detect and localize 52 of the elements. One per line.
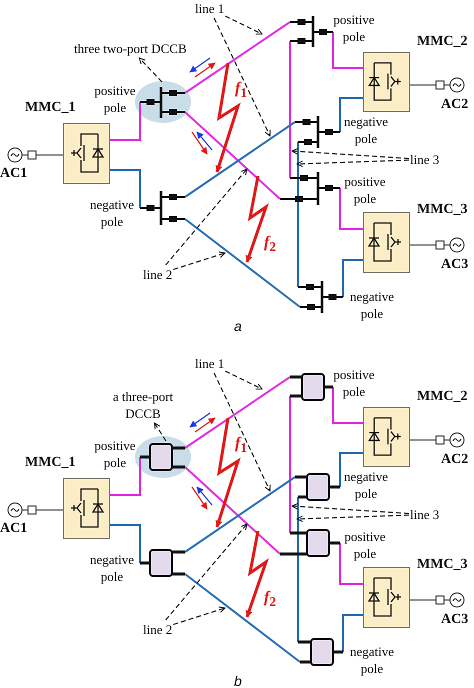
pole-label: positive pole <box>343 528 387 562</box>
leader-line <box>165 524 248 620</box>
breaker-label: a three-port DCCB <box>103 388 183 422</box>
leader-line <box>296 514 410 522</box>
panel-caption: b <box>234 673 242 688</box>
pole-label: negative pole <box>348 288 396 322</box>
leader-line <box>214 372 271 492</box>
pole-label: positive pole <box>93 82 137 116</box>
source-label: AC3 <box>441 611 468 628</box>
breaker-label: three two-port DCCB <box>74 40 187 57</box>
source-label: AC1 <box>0 520 28 537</box>
line-label: line 2 <box>143 621 172 638</box>
pole-label: negative pole <box>348 643 396 677</box>
line-label: line 1 <box>195 355 224 372</box>
pole-label: negative pole <box>88 551 136 585</box>
line-label: line 3 <box>410 506 440 523</box>
fault-label: f$_{2}$ <box>264 589 276 610</box>
pole-label: negative pole <box>342 113 390 147</box>
source-label: AC3 <box>441 256 468 273</box>
converter-label: MMC_2 <box>417 34 468 50</box>
converter-label: MMC_1 <box>25 100 76 116</box>
leader-line <box>154 422 166 442</box>
fault-label: f$_{1}$ <box>235 80 247 102</box>
source-label: AC2 <box>441 451 468 468</box>
leader-line <box>173 252 226 270</box>
line-label: line 1 <box>195 0 224 17</box>
leader-line <box>173 606 226 626</box>
source-label: AC2 <box>441 96 468 113</box>
leader-line <box>165 168 248 266</box>
pole-label: negative pole <box>342 468 390 502</box>
leader-line <box>296 160 410 168</box>
pole-label: positive pole <box>332 11 376 45</box>
converter-label: MMC_1 <box>25 455 76 471</box>
line-label: line 2 <box>143 266 172 283</box>
leader-line <box>292 503 410 514</box>
leader-line <box>225 16 262 35</box>
converter-label: MMC_3 <box>417 202 468 218</box>
leader-line <box>292 148 410 160</box>
panel-caption: a <box>234 318 242 335</box>
leader-line <box>214 18 271 136</box>
converter-label: MMC_3 <box>417 557 468 573</box>
pole-label: positive pole <box>343 173 387 207</box>
pole-label: negative pole <box>88 196 136 230</box>
leader-line <box>225 370 262 390</box>
converter-label: MMC_2 <box>417 389 468 405</box>
line-label: line 3 <box>410 151 440 168</box>
pole-label: positive pole <box>332 366 376 400</box>
fault-label: f$_{2}$ <box>264 234 276 256</box>
leader-line <box>138 58 162 82</box>
fault-label: f$_{1}$ <box>235 435 247 456</box>
pole-label: positive pole <box>93 437 137 471</box>
source-label: AC1 <box>0 165 28 182</box>
